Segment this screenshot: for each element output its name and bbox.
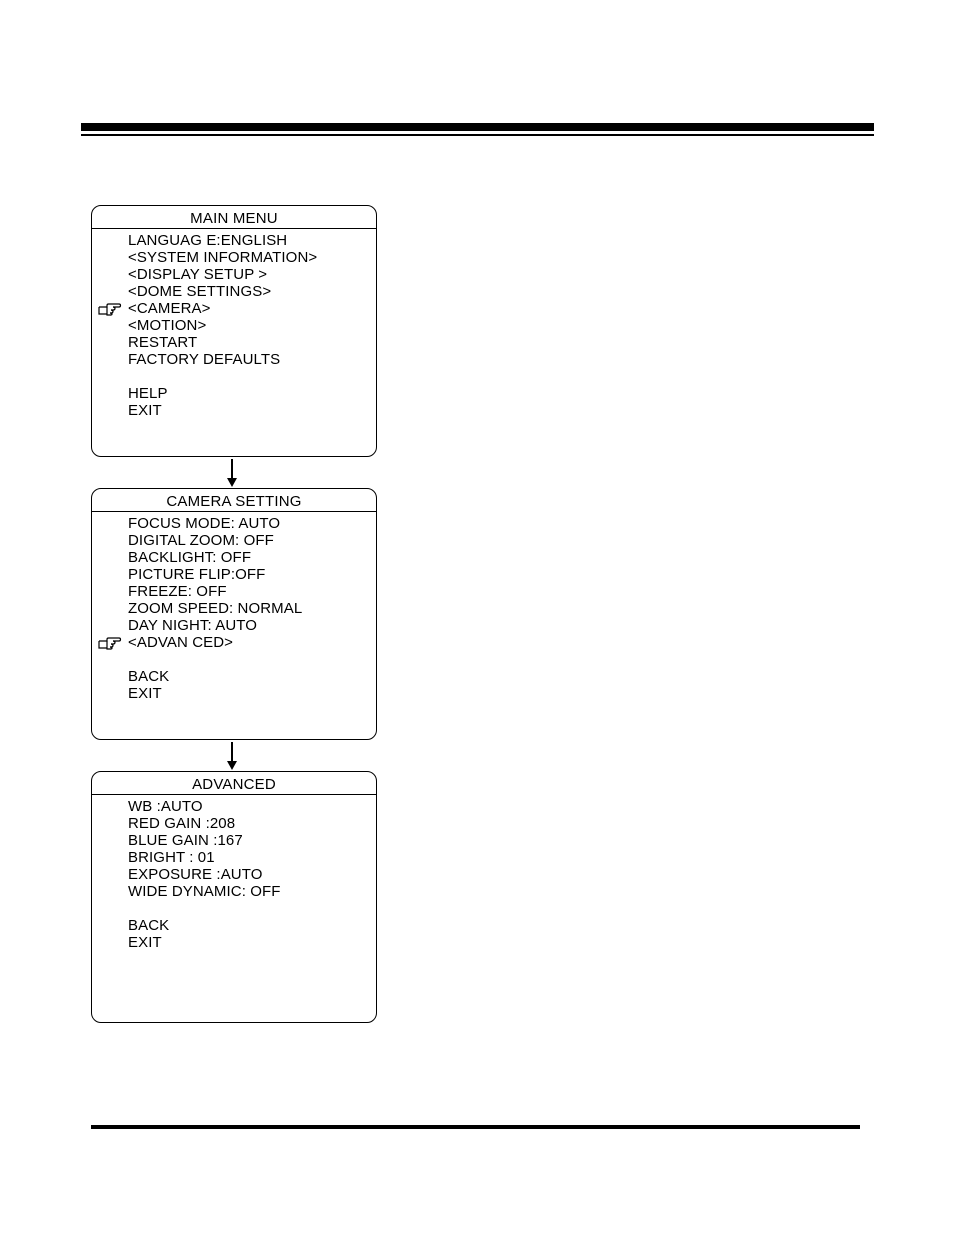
menu-item[interactable]: WB :AUTO bbox=[92, 798, 376, 815]
menu-item[interactable]: ZOOM SPEED: NORMAL bbox=[92, 600, 376, 617]
pointing-hand-icon bbox=[98, 635, 122, 651]
menu-list: LANGUAG E:ENGLISH<SYSTEM INFORMATION><DI… bbox=[92, 232, 376, 419]
menu-item-label: <CAMERA> bbox=[128, 300, 211, 317]
menu-item[interactable]: EXIT bbox=[92, 402, 376, 419]
menu-item-label: EXIT bbox=[128, 934, 162, 951]
footer-rule bbox=[91, 1125, 860, 1129]
pointing-hand-icon bbox=[98, 301, 122, 317]
menu-item[interactable]: BRIGHT : 01 bbox=[92, 849, 376, 866]
menu-item-label: <SYSTEM INFORMATION> bbox=[128, 249, 318, 266]
menu-item[interactable]: BLUE GAIN :167 bbox=[92, 832, 376, 849]
panel-title: CAMERA SETTING bbox=[92, 489, 376, 512]
arrow-down-icon bbox=[224, 742, 240, 771]
header-rule-thin bbox=[81, 134, 874, 136]
menu-item[interactable]: <DISPLAY SETUP > bbox=[92, 266, 376, 283]
menu-item-label: BACKLIGHT: OFF bbox=[128, 549, 252, 566]
menu-item[interactable]: <ADVAN CED> bbox=[92, 634, 376, 651]
menu-item-label: RESTART bbox=[128, 334, 198, 351]
menu-item[interactable]: EXPOSURE :AUTO bbox=[92, 866, 376, 883]
menu-item-label: ZOOM SPEED: NORMAL bbox=[128, 600, 303, 617]
menu-item[interactable]: BACK bbox=[92, 668, 376, 685]
menu-item[interactable]: EXIT bbox=[92, 685, 376, 702]
menu-item-label: <DISPLAY SETUP > bbox=[128, 266, 268, 283]
menu-item[interactable]: BACKLIGHT: OFF bbox=[92, 549, 376, 566]
menu-item-label: <DOME SETTINGS> bbox=[128, 283, 272, 300]
menu-item[interactable]: RED GAIN :208 bbox=[92, 815, 376, 832]
menu-item[interactable]: <SYSTEM INFORMATION> bbox=[92, 249, 376, 266]
menu-item[interactable]: PICTURE FLIP:OFF bbox=[92, 566, 376, 583]
menu-item-label: RED GAIN :208 bbox=[128, 815, 236, 832]
menu-item-label: BLUE GAIN :167 bbox=[128, 832, 243, 849]
menu-item-label: FREEZE: OFF bbox=[128, 583, 227, 600]
menu-item-label: BACK bbox=[128, 668, 170, 685]
arrow-down-icon bbox=[224, 459, 240, 488]
menu-item[interactable]: <MOTION> bbox=[92, 317, 376, 334]
menu-item[interactable]: EXIT bbox=[92, 934, 376, 951]
menu-item-label: DAY NIGHT: AUTO bbox=[128, 617, 258, 634]
menu-item-label: HELP bbox=[128, 385, 168, 402]
menu-item-label: FACTORY DEFAULTS bbox=[128, 351, 281, 368]
main-menu-panel: MAIN MENU LANGUAG E:ENGLISH<SYSTEM INFOR… bbox=[91, 205, 377, 457]
menu-spacer bbox=[92, 368, 376, 385]
menu-item[interactable]: HELP bbox=[92, 385, 376, 402]
menu-item-label: BACK bbox=[128, 917, 170, 934]
menu-item-label: LANGUAG E:ENGLISH bbox=[128, 232, 288, 249]
menu-item-label: WIDE DYNAMIC: OFF bbox=[128, 883, 281, 900]
menu-item[interactable]: WIDE DYNAMIC: OFF bbox=[92, 883, 376, 900]
panel-title: MAIN MENU bbox=[92, 206, 376, 229]
panel-title: ADVANCED bbox=[92, 772, 376, 795]
menu-item-label: <ADVAN CED> bbox=[128, 634, 234, 651]
menu-item-label: EXIT bbox=[128, 685, 162, 702]
menu-item-label: BRIGHT : 01 bbox=[128, 849, 215, 866]
menu-item-label: EXPOSURE :AUTO bbox=[128, 866, 263, 883]
menu-item-label: PICTURE FLIP:OFF bbox=[128, 566, 266, 583]
menu-item[interactable]: <CAMERA> bbox=[92, 300, 376, 317]
menu-item-label: FOCUS MODE: AUTO bbox=[128, 515, 281, 532]
menu-item[interactable]: BACK bbox=[92, 917, 376, 934]
menu-spacer bbox=[92, 651, 376, 668]
menu-spacer bbox=[92, 900, 376, 917]
menu-item-label: DIGITAL ZOOM: OFF bbox=[128, 532, 274, 549]
menu-item[interactable]: DIGITAL ZOOM: OFF bbox=[92, 532, 376, 549]
menu-item[interactable]: <DOME SETTINGS> bbox=[92, 283, 376, 300]
menu-item-label: <MOTION> bbox=[128, 317, 207, 334]
menu-item[interactable]: FOCUS MODE: AUTO bbox=[92, 515, 376, 532]
menu-item[interactable]: LANGUAG E:ENGLISH bbox=[92, 232, 376, 249]
header-rule-thick bbox=[81, 123, 874, 131]
menu-item-label: WB :AUTO bbox=[128, 798, 203, 815]
menu-item[interactable]: FACTORY DEFAULTS bbox=[92, 351, 376, 368]
menu-item[interactable]: DAY NIGHT: AUTO bbox=[92, 617, 376, 634]
menu-item-label: EXIT bbox=[128, 402, 162, 419]
menu-item[interactable]: FREEZE: OFF bbox=[92, 583, 376, 600]
menu-item[interactable]: RESTART bbox=[92, 334, 376, 351]
